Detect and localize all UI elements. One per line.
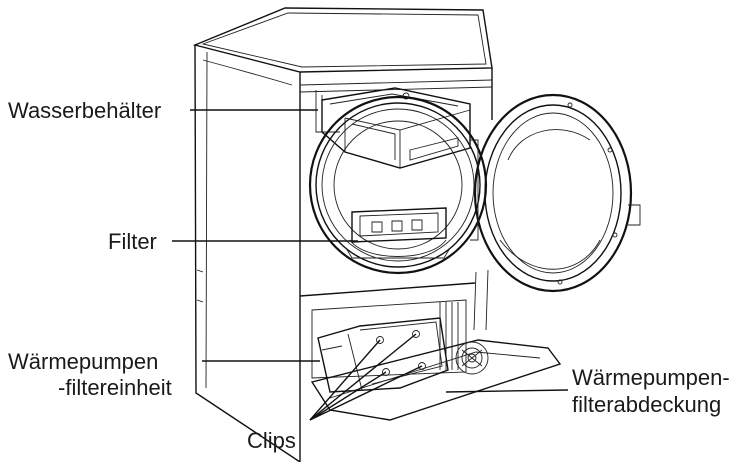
label-heat-pump-filter-cover-line2: filterabdeckung xyxy=(572,392,721,417)
leader-clip-4 xyxy=(309,365,423,421)
lint-filter xyxy=(351,207,447,243)
drum-opening xyxy=(308,95,488,275)
label-heat-pump-filter-unit-line1: Wärmepumpen xyxy=(8,349,158,374)
label-clips: Clips xyxy=(247,428,296,453)
label-filter: Filter xyxy=(108,229,157,254)
leader-clip-3 xyxy=(309,371,387,421)
label-water-tank: Wasserbehälter xyxy=(8,98,161,123)
heat-pump-filter-cover xyxy=(310,339,562,421)
label-heat-pump-filter-cover-line1: Wärmepumpen- xyxy=(572,365,730,390)
label-heat-pump-filter-unit-line2: -filtereinheit xyxy=(58,375,172,400)
leader-heat-pump-filter-cover xyxy=(445,389,569,393)
dryer-cabinet xyxy=(192,7,493,462)
door xyxy=(470,93,641,293)
heat-pump-filter-unit xyxy=(317,317,449,393)
lower-compartment xyxy=(299,282,476,379)
leader-clip-2 xyxy=(309,333,417,421)
leader-clip-1 xyxy=(309,339,381,421)
